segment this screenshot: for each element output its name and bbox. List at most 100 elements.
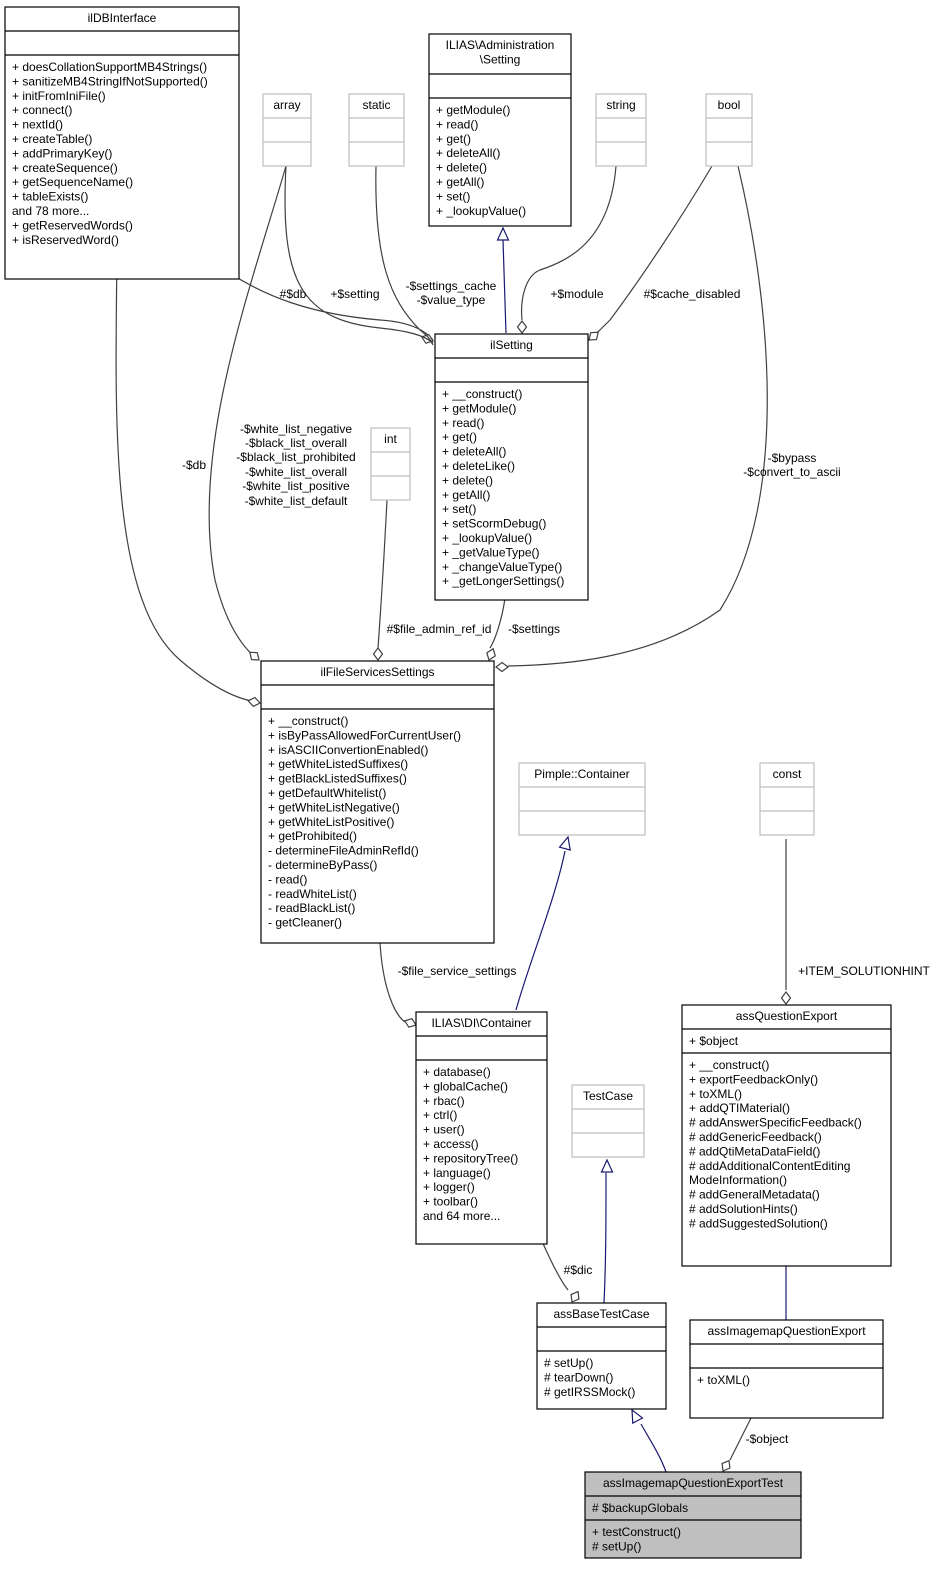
class-method: + delete() bbox=[442, 473, 493, 487]
class-il-file-services-settings[interactable]: ilFileServicesSettings + __construct()+ i… bbox=[260, 660, 495, 944]
edge-label-file-admin-ref-id: #$file_admin_ref_id bbox=[387, 622, 492, 636]
aggregation-diamond bbox=[570, 1290, 580, 1303]
class-name: assImagemapQuestionExport bbox=[707, 1324, 866, 1338]
class-il-dbinterface[interactable]: ilDBInterface + doesCollationSupportMB4St… bbox=[4, 6, 240, 280]
class-method: + deleteLike() bbox=[442, 459, 515, 473]
class-method: + read() bbox=[442, 416, 484, 430]
aggregation-diamond bbox=[588, 331, 599, 341]
class-method: + isReservedWord() bbox=[12, 233, 119, 247]
class-test-case[interactable]: TestCase bbox=[571, 1084, 645, 1158]
edge-inherit-pimple bbox=[515, 850, 566, 1011]
class-box bbox=[434, 333, 589, 601]
class-method: + _lookupValue() bbox=[436, 204, 526, 218]
class-method: + __construct() bbox=[442, 387, 522, 401]
class-method: # addGenericFeedback() bbox=[689, 1130, 822, 1144]
class-ass-question-export[interactable]: assQuestionExport+ $object+ __construct(… bbox=[681, 1004, 892, 1267]
class-method: + ctrl() bbox=[423, 1108, 457, 1122]
class-method: - readBlackList() bbox=[268, 901, 355, 915]
diagram-edges bbox=[115, 165, 793, 1473]
class-method: + toolbar() bbox=[423, 1195, 478, 1209]
class-method: + set() bbox=[436, 189, 470, 203]
class-method: + getModule() bbox=[442, 401, 516, 415]
class-method: + logger() bbox=[423, 1180, 475, 1194]
class-method: + database() bbox=[423, 1065, 491, 1079]
inheritance-arrow bbox=[631, 1408, 644, 1425]
class-name: array bbox=[273, 98, 300, 112]
class-name: bool bbox=[718, 98, 741, 112]
class-name: \Setting bbox=[480, 52, 521, 66]
class-static[interactable]: static bbox=[348, 93, 405, 167]
edge-lists bbox=[208, 165, 287, 660]
class-method: + deleteAll() bbox=[436, 146, 500, 160]
class-method: + isByPassAllowedForCurrentUser() bbox=[268, 728, 461, 742]
inheritance-arrow bbox=[600, 1158, 614, 1173]
class-name: ilDBInterface bbox=[88, 11, 157, 25]
class-method: - determineByPass() bbox=[268, 858, 377, 872]
class-method: + addPrimaryKey() bbox=[12, 146, 112, 160]
aggregation-diamond bbox=[780, 991, 792, 1005]
class-method: + connect() bbox=[12, 103, 72, 117]
edge-label-item-solutionhint: +ITEM_SOLUTIONHINT bbox=[798, 964, 930, 978]
class-string[interactable]: string bbox=[595, 93, 647, 167]
class-method: + doesCollationSupportMB4Strings() bbox=[12, 60, 207, 74]
class-int[interactable]: int bbox=[370, 427, 411, 501]
class-ass-base-test-case[interactable]: assBaseTestCase# setUp()# tearDown()# ge… bbox=[536, 1302, 667, 1410]
edge-cache-disabled bbox=[588, 165, 713, 340]
class-box bbox=[689, 1319, 884, 1419]
class-method: + getWhiteListNegative() bbox=[268, 800, 400, 814]
class-pimple-container[interactable]: Pimple::Container bbox=[518, 762, 646, 836]
class-bool[interactable]: bool bbox=[705, 93, 753, 167]
class-dicontainer[interactable]: ILIAS\DI\Container+ database()+ globalCa… bbox=[415, 1011, 548, 1245]
class-box bbox=[595, 93, 647, 167]
edge-label-db1: #$db bbox=[280, 287, 307, 301]
class-method: and 78 more... bbox=[12, 204, 89, 218]
class-const[interactable]: const bbox=[759, 762, 815, 836]
class-method: # setUp() bbox=[544, 1356, 593, 1370]
edge-settings bbox=[489, 597, 506, 649]
class-method: + sanitizeMB4StringIfNotSupported() bbox=[12, 74, 208, 88]
edge-label-settings-cache: -$value_type bbox=[417, 293, 486, 307]
class-method: + __construct() bbox=[268, 714, 348, 728]
class-method: + language() bbox=[423, 1166, 491, 1180]
class-method: + access() bbox=[423, 1137, 479, 1151]
class-box bbox=[759, 762, 815, 836]
class-method: + delete() bbox=[436, 161, 487, 175]
class-method: # addAnswerSpecificFeedback() bbox=[689, 1116, 862, 1130]
class-name: Pimple::Container bbox=[534, 767, 629, 781]
edge-label-file-service-settings: -$file_service_settings bbox=[398, 964, 517, 978]
class-method: ModeInformation() bbox=[689, 1173, 787, 1187]
aggregation-diamond bbox=[721, 1459, 731, 1472]
aggregation-diamond bbox=[495, 661, 509, 673]
class-box bbox=[518, 762, 646, 836]
class-method: - determineFileAdminRefId() bbox=[268, 844, 419, 858]
class-method: + getWhiteListPositive() bbox=[268, 815, 394, 829]
class-admin-setting[interactable]: ILIAS\Administration\Setting+ getModule(… bbox=[428, 33, 572, 227]
class-box bbox=[571, 1084, 645, 1158]
class-method: # addQtiMetaDataField() bbox=[689, 1144, 820, 1158]
class-ass-imagemap-question-export[interactable]: assImagemapQuestionExport+ toXML() bbox=[689, 1319, 884, 1419]
class-ass-imagemap-question-export-test[interactable]: assImagemapQuestionExportTest# $backupGl… bbox=[584, 1471, 802, 1559]
class-method: # getIRSSMock() bbox=[544, 1385, 635, 1399]
class-method: + set() bbox=[442, 502, 476, 516]
edge-label-module: +$module bbox=[550, 287, 603, 301]
class-method: - getCleaner() bbox=[268, 916, 342, 930]
edge-label-db2: -$db bbox=[182, 458, 206, 472]
class-name: static bbox=[362, 98, 390, 112]
class-box bbox=[681, 1004, 892, 1267]
class-name: ILIAS\Administration bbox=[446, 38, 555, 52]
class-method: + testConstruct() bbox=[592, 1525, 681, 1539]
edge-label-settings-cache: -$settings_cache bbox=[406, 279, 497, 293]
class-array[interactable]: array bbox=[262, 93, 312, 167]
edge-inherit-testcase bbox=[603, 1172, 607, 1304]
class-name: ilFileServicesSettings bbox=[320, 665, 434, 679]
class-name: TestCase bbox=[583, 1089, 633, 1103]
edge-label-lists: -$white_list_overall bbox=[245, 465, 347, 479]
class-method: + read() bbox=[436, 117, 478, 131]
class-method: + getAll() bbox=[436, 175, 484, 189]
edge-label-lists: -$black_list_overall bbox=[245, 436, 347, 450]
class-il-setting[interactable]: ilSetting+ __construct()+ getModule()+ r… bbox=[434, 333, 589, 601]
class-method: + exportFeedbackOnly() bbox=[689, 1072, 818, 1086]
class-method: + initFromIniFile() bbox=[12, 89, 106, 103]
class-method: + getProhibited() bbox=[268, 829, 357, 843]
edge-db-fileservices bbox=[115, 254, 259, 703]
